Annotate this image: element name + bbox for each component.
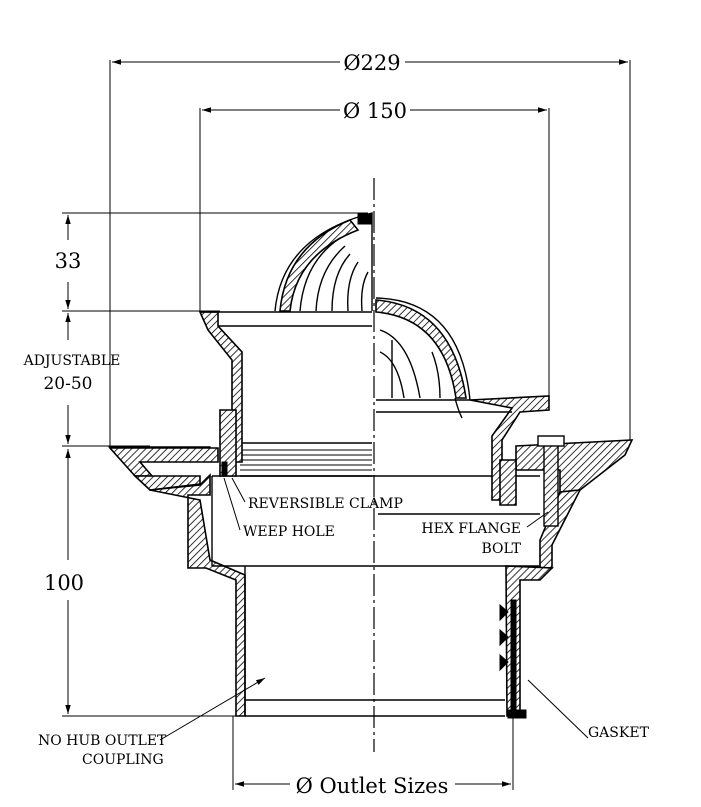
dome-strainer-left bbox=[274, 212, 373, 312]
callout-reversible-clamp: REVERSIBLE CLAMP bbox=[231, 477, 403, 512]
drain-body bbox=[107, 311, 634, 719]
reversible-clamp-label: REVERSIBLE CLAMP bbox=[248, 496, 403, 512]
top-diameter-label: Ø 150 bbox=[343, 99, 407, 123]
hex-flange-bolt bbox=[537, 435, 565, 527]
callout-hex-flange-bolt: HEX FLANGE BOLT bbox=[421, 511, 549, 557]
dimension-overall-diameter: Ø229 bbox=[109, 51, 631, 448]
threaded-extension bbox=[240, 442, 372, 477]
overall-diameter-label: Ø229 bbox=[343, 51, 400, 75]
adjustable-label-line2: 20-50 bbox=[43, 374, 92, 394]
no-hub-label-line1: NO HUB OUTLET bbox=[38, 733, 167, 749]
dimension-outlet: Ø Outlet Sizes bbox=[232, 716, 514, 798]
callout-no-hub-coupling: NO HUB OUTLET COUPLING bbox=[38, 677, 266, 768]
hex-flange-label-line1: HEX FLANGE bbox=[421, 521, 521, 537]
dome-strainer-right bbox=[375, 297, 471, 419]
callout-weep-hole: WEEP HOLE bbox=[223, 477, 335, 540]
hex-flange-label-line2: BOLT bbox=[481, 541, 521, 557]
adjustable-label-line1: ADJUSTABLE bbox=[23, 353, 121, 369]
gasket bbox=[507, 709, 527, 719]
weep-hole-label: WEEP HOLE bbox=[243, 524, 335, 540]
dimension-top-diameter: Ø 150 bbox=[199, 99, 550, 400]
dome-height-label: 33 bbox=[55, 249, 82, 273]
body-height-label: 100 bbox=[44, 571, 84, 595]
dimension-body-height: 100 bbox=[44, 449, 240, 717]
outlet-size-label: Ø Outlet Sizes bbox=[296, 774, 449, 798]
dimension-dome-height: 33 bbox=[55, 212, 368, 312]
gasket-label: GASKET bbox=[588, 725, 650, 741]
dimension-adjustable: ADJUSTABLE 20-50 bbox=[23, 313, 150, 447]
callout-gasket: GASKET bbox=[527, 679, 650, 741]
no-hub-label-line2: COUPLING bbox=[82, 752, 164, 768]
